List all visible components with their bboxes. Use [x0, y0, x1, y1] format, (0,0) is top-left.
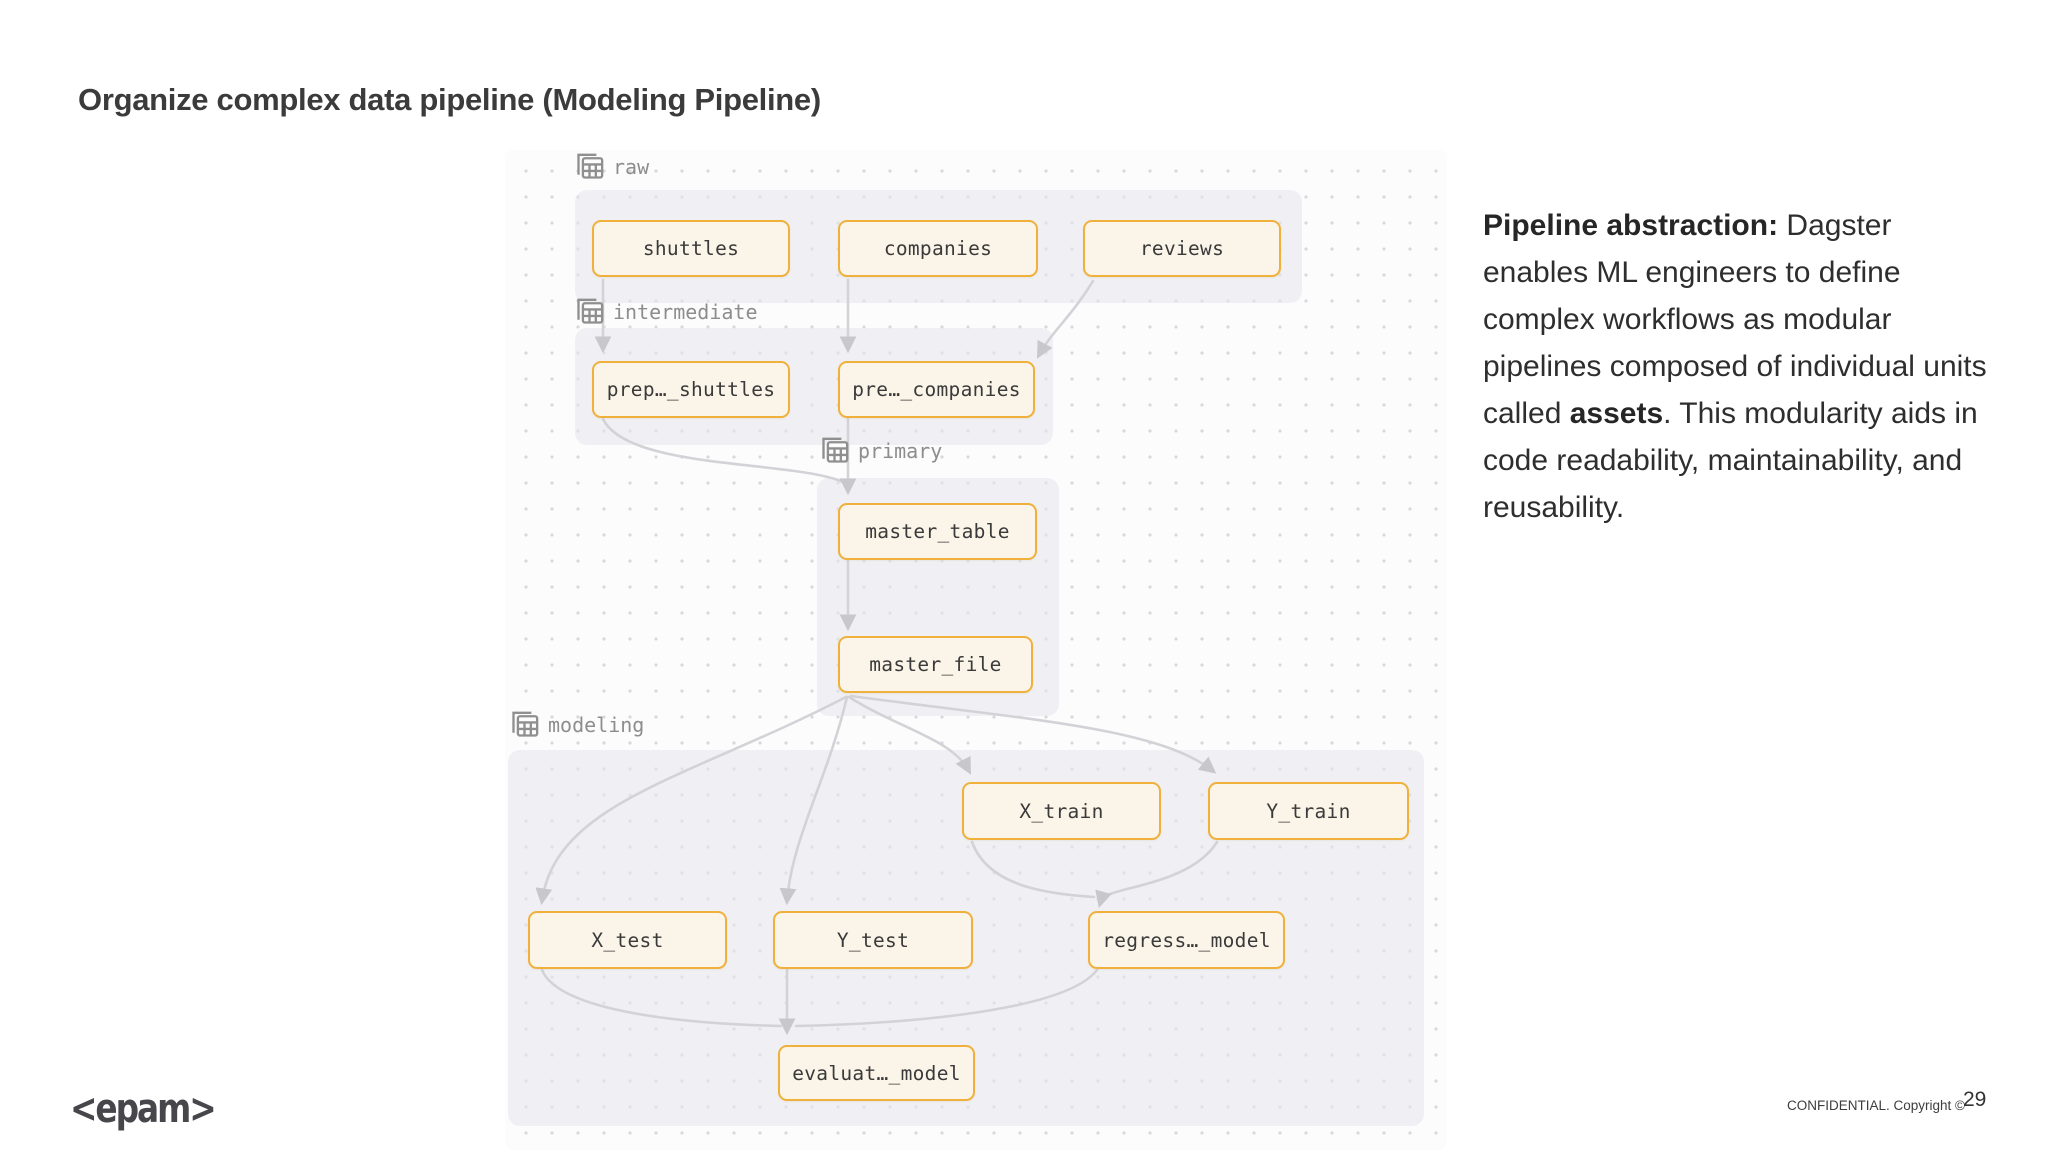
- description-text-2: . This modularity aids in code readabili…: [1483, 397, 1978, 524]
- edge-xtrain-regress: [970, 840, 1096, 899]
- group-label-raw: raw: [573, 150, 649, 183]
- node-prep-shuttles: prep…_shuttles: [592, 361, 790, 418]
- page-title: Organize complex data pipeline (Modeling…: [78, 82, 821, 117]
- edge-prep-mastertable: [601, 417, 845, 484]
- node-reviews: reviews: [1083, 220, 1281, 277]
- node-pre-companies: pre…_companies: [838, 361, 1035, 418]
- node-x-train: X_train: [962, 782, 1161, 840]
- node-label: Y_train: [1266, 799, 1351, 823]
- node-master-table: master_table: [838, 503, 1037, 560]
- asset-group-icon: [577, 153, 604, 179]
- node-label: pre…_companies: [852, 378, 1021, 401]
- edge-masterfile-ytrain: [849, 694, 1217, 774]
- node-label: reviews: [1139, 237, 1225, 260]
- node-label: regress…_model: [1102, 928, 1271, 952]
- node-label: companies: [883, 237, 993, 260]
- node-label: master_table: [865, 520, 1010, 543]
- group-label-modeling: modeling: [508, 708, 644, 741]
- node-label: Y_test: [836, 928, 910, 952]
- node-y-test: Y_test: [773, 911, 973, 969]
- node-master-file: master_file: [838, 636, 1033, 693]
- node-shuttles: shuttles: [592, 220, 790, 277]
- asset-group-icon: [512, 711, 539, 737]
- edge-masterfile-xtest: [535, 695, 848, 906]
- edge-regress-evaluate: [794, 968, 1099, 1028]
- description-bold-lead: Pipeline abstraction:: [1483, 209, 1779, 242]
- description-text: Pipeline abstraction: Dagster enables ML…: [1483, 202, 2000, 531]
- group-label-intermediate: intermediate: [573, 295, 758, 328]
- confidential-note: CONFIDENTIAL. Copyright ©: [1787, 1098, 1965, 1113]
- group-label-text: modeling: [548, 712, 645, 737]
- edge-masterfile-ytest: [779, 695, 849, 906]
- node-label: master_file: [869, 653, 1002, 676]
- description-text-1: Dagster enables ML engineers to define c…: [1483, 209, 1987, 430]
- edge-reviews-pre: [1036, 279, 1095, 359]
- node-label: prep…_shuttles: [606, 378, 776, 401]
- page-number: 29: [1963, 1088, 1987, 1111]
- node-evaluation-model: evaluat…_model: [778, 1045, 975, 1101]
- edge-xtest-evaluate: [540, 968, 783, 1028]
- asset-group-icon: [822, 437, 849, 463]
- asset-group-icon: [577, 298, 604, 324]
- node-y-train: Y_train: [1208, 782, 1409, 840]
- node-x-test: X_test: [528, 911, 727, 969]
- group-label-text: primary: [858, 438, 943, 463]
- description-bold-word: assets: [1569, 397, 1664, 430]
- group-label-text: raw: [613, 154, 650, 179]
- edge-masterfile-xtrain: [847, 695, 971, 775]
- node-companies: companies: [838, 220, 1038, 277]
- group-label-text: intermediate: [613, 299, 758, 324]
- edge-ytrain-regress: [1095, 840, 1219, 909]
- group-label-primary: primary: [818, 434, 942, 467]
- node-regression-model: regress…_model: [1088, 911, 1285, 969]
- node-label: evaluat…_model: [792, 1061, 961, 1085]
- node-label: X_test: [591, 928, 664, 952]
- node-label: X_train: [1019, 799, 1104, 823]
- node-label: shuttles: [642, 237, 740, 260]
- epam-logo: <epam>: [70, 1086, 217, 1132]
